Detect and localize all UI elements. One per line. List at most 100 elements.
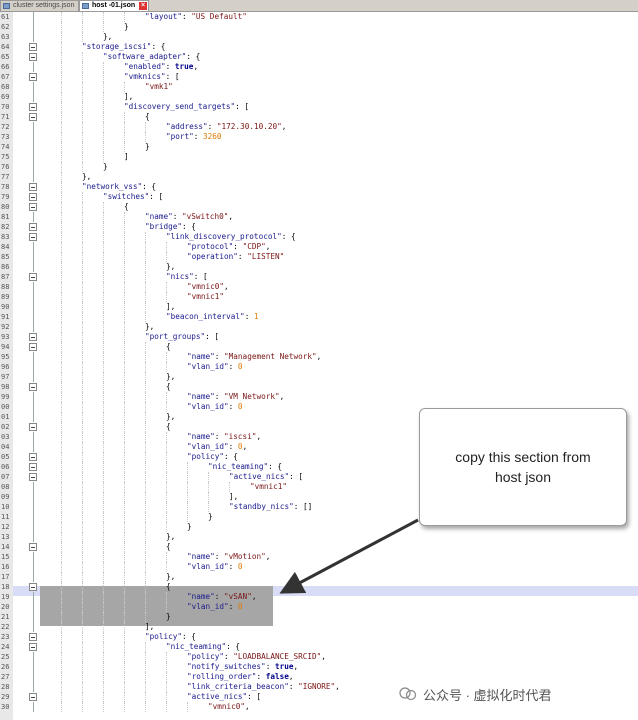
indent-guide xyxy=(82,212,83,222)
indent-guide xyxy=(145,692,146,702)
code-token: } xyxy=(124,22,129,31)
line-number: 90 xyxy=(1,303,10,311)
indent-guide xyxy=(145,402,146,412)
tab-cluster-settings[interactable]: cluster settings.json xyxy=(0,0,79,11)
indent-guide xyxy=(61,332,62,342)
code-line: "vmnic0", xyxy=(187,282,229,292)
fold-toggle-icon[interactable] xyxy=(29,463,37,471)
indent-guide xyxy=(82,622,83,632)
fold-toggle-icon[interactable] xyxy=(29,633,37,641)
indent-guide xyxy=(82,632,83,642)
indent-guide xyxy=(124,412,125,422)
fold-toggle-icon[interactable] xyxy=(29,203,37,211)
line-number: 24 xyxy=(1,643,10,651)
indent-guide xyxy=(103,532,104,542)
code-line: "vmnic0", xyxy=(208,702,250,712)
indent-guide xyxy=(166,682,167,692)
code-line: }, xyxy=(145,322,154,332)
fold-guide xyxy=(33,412,34,422)
indent-guide xyxy=(145,412,146,422)
code-token: "network_vss" xyxy=(82,182,143,191)
line-number: 70 xyxy=(1,103,10,111)
indent-guide xyxy=(82,62,83,72)
fold-toggle-icon[interactable] xyxy=(29,583,37,591)
fold-toggle-icon[interactable] xyxy=(29,453,37,461)
line-number: 71 xyxy=(1,113,10,121)
indent-guide xyxy=(124,302,125,312)
indent-guide xyxy=(124,312,125,322)
fold-toggle-icon[interactable] xyxy=(29,473,37,481)
indent-guide xyxy=(82,112,83,122)
code-line: }, xyxy=(166,572,175,582)
line-number: 76 xyxy=(1,163,10,171)
fold-toggle-icon[interactable] xyxy=(29,273,37,281)
fold-toggle-icon[interactable] xyxy=(29,193,37,201)
fold-toggle-icon[interactable] xyxy=(29,183,37,191)
fold-toggle-icon[interactable] xyxy=(29,333,37,341)
indent-guide xyxy=(145,502,146,512)
fold-toggle-icon[interactable] xyxy=(29,53,37,61)
code-token: : [ xyxy=(165,72,180,81)
code-token: "link_discovery_protocol" xyxy=(166,232,282,241)
code-token: "discovery_send_targets" xyxy=(124,102,236,111)
fold-toggle-icon[interactable] xyxy=(29,383,37,391)
indent-guide xyxy=(208,502,209,512)
indent-guide xyxy=(61,262,62,272)
indent-guide xyxy=(208,482,209,492)
line-number: 14 xyxy=(1,543,10,551)
line-number: 00 xyxy=(1,403,10,411)
indent-guide xyxy=(103,82,104,92)
tab-label: cluster settings.json xyxy=(13,2,75,9)
indent-guide xyxy=(61,632,62,642)
fold-toggle-icon[interactable] xyxy=(29,643,37,651)
indent-guide xyxy=(82,602,83,612)
code-token: "protocol" xyxy=(187,242,234,251)
code-token: "vSAN" xyxy=(224,592,252,601)
line-number: 77 xyxy=(1,173,10,181)
indent-guide xyxy=(145,362,146,372)
indent-guide xyxy=(124,492,125,502)
indent-guide xyxy=(145,512,146,522)
indent-guide xyxy=(82,382,83,392)
indent-guide xyxy=(82,232,83,242)
close-tab-icon[interactable]: × xyxy=(139,2,147,10)
indent-guide xyxy=(103,472,104,482)
code-line: "vlan_id": 0, xyxy=(187,442,247,452)
indent-guide xyxy=(124,112,125,122)
code-token: "IGNORE" xyxy=(298,682,336,691)
fold-toggle-icon[interactable] xyxy=(29,223,37,231)
code-token: ], xyxy=(229,492,239,501)
code-token: 0 xyxy=(237,402,243,411)
indent-guide xyxy=(61,432,62,442)
tab-host-01[interactable]: host -01.json × xyxy=(79,0,149,11)
indent-guide xyxy=(61,562,62,572)
json-file-icon xyxy=(82,3,89,9)
indent-guide xyxy=(145,612,146,622)
indent-guide xyxy=(61,292,62,302)
code-line: { xyxy=(145,112,150,122)
indent-guide xyxy=(124,642,125,652)
line-number: 01 xyxy=(1,413,10,421)
indent-guide xyxy=(103,342,104,352)
fold-toggle-icon[interactable] xyxy=(29,543,37,551)
code-token: : xyxy=(224,652,234,661)
code-line: }, xyxy=(166,262,175,272)
fold-toggle-icon[interactable] xyxy=(29,693,37,701)
indent-guide xyxy=(82,682,83,692)
fold-guide xyxy=(33,532,34,542)
indent-guide xyxy=(82,352,83,362)
fold-toggle-icon[interactable] xyxy=(29,113,37,121)
indent-guide xyxy=(82,92,83,102)
indent-guide xyxy=(145,442,146,452)
indent-guide xyxy=(82,252,83,262)
code-line: "switches": [ xyxy=(103,192,163,202)
fold-toggle-icon[interactable] xyxy=(29,343,37,351)
fold-toggle-icon[interactable] xyxy=(29,423,37,431)
code-line: "bridge": { xyxy=(145,222,196,232)
code-line: "vmknics": [ xyxy=(124,72,180,82)
fold-toggle-icon[interactable] xyxy=(29,43,37,51)
fold-toggle-icon[interactable] xyxy=(29,233,37,241)
fold-toggle-icon[interactable] xyxy=(29,73,37,81)
indent-guide xyxy=(103,12,104,22)
fold-toggle-icon[interactable] xyxy=(29,103,37,111)
